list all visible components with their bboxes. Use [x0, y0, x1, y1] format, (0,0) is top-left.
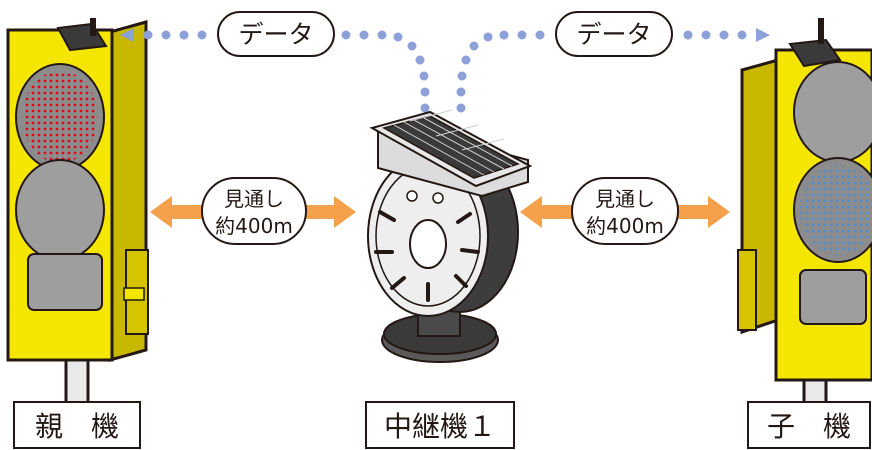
- parent-off-lamp: [15, 159, 105, 261]
- data-path-left: [120, 28, 430, 113]
- parent-label-box: 親 機: [13, 401, 141, 449]
- child-label-box: 子 機: [747, 401, 871, 449]
- relay-label-box: 中継機１: [365, 401, 515, 449]
- data-label-right-box: データ: [555, 11, 673, 57]
- data-arrow-left-icon: [120, 28, 134, 42]
- sight-right-line2: 約400m: [586, 214, 664, 238]
- sight-arrow-left: [150, 196, 356, 228]
- child-label: 子 機: [767, 410, 851, 443]
- sight-label-right-box: 見通し 約400m: [571, 177, 679, 245]
- sight-arrow-right: [520, 196, 730, 228]
- child-signal-light: [737, 18, 872, 412]
- solar-panel-icon: [369, 109, 533, 188]
- child-lower-panel: [799, 269, 867, 325]
- child-off-lamp: [793, 61, 872, 163]
- relay-unit: [367, 109, 533, 363]
- parent-label: 親 機: [35, 410, 119, 443]
- sight-left-line2: 約400m: [215, 214, 293, 238]
- sight-left-line1: 見通し: [224, 187, 284, 211]
- data-arrow-right-icon: [756, 28, 770, 42]
- sight-right-line1: 見通し: [595, 187, 655, 211]
- data-path-right: [456, 28, 770, 113]
- data-label-left: データ: [238, 20, 313, 49]
- sight-label-left-box: 見通し 約400m: [201, 177, 307, 245]
- parent-signal-light: [6, 18, 149, 412]
- parent-lower-panel: [27, 253, 103, 311]
- data-label-left-box: データ: [217, 11, 335, 57]
- data-label-right: データ: [576, 20, 651, 49]
- relay-label: 中継機１: [384, 410, 496, 443]
